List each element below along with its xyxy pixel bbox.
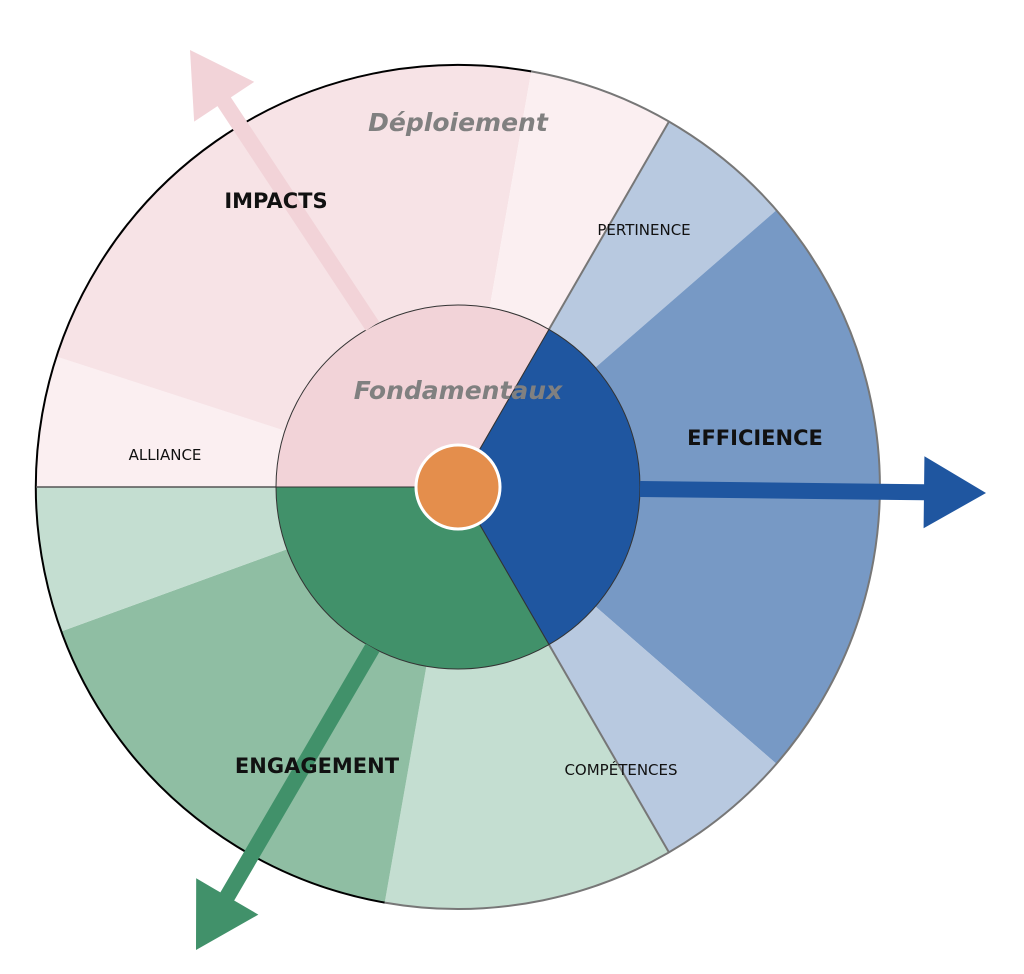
outer-segment-deploiement: [489, 71, 669, 330]
impacts-label: IMPACTS: [224, 189, 327, 213]
engagement-arrow: [196, 643, 380, 950]
competences-label: COMPÉTENCES: [564, 760, 677, 779]
pertinence-label: PERTINENCE: [597, 221, 690, 239]
center-dot: [414, 443, 502, 531]
outer-segment-impacts: [56, 64, 532, 431]
inner-ring: [275, 304, 641, 670]
outer-outline: [35, 64, 532, 904]
outer-outline-right: [384, 70, 881, 910]
outer-segment-engagement: [61, 549, 427, 903]
outer-segment-engagement-light: [36, 487, 287, 632]
outer-segment-efficience-light: [549, 606, 777, 853]
efficience-arrow: [639, 456, 986, 529]
arrows: [190, 50, 986, 950]
engagement-label: ENGAGEMENT: [235, 754, 400, 778]
divider-line: [548, 121, 670, 330]
outer-ring: [35, 64, 881, 910]
inner-ring-label: Fondamentaux: [354, 376, 563, 405]
efficience-label: EFFICIENCE: [687, 426, 823, 450]
impacts-arrow: [190, 50, 380, 331]
divider-line: [548, 644, 670, 853]
outer-segment-competences: [384, 644, 669, 909]
alliance-label: ALLIANCE: [129, 446, 202, 464]
outer-segment-alliance: [36, 356, 285, 487]
outer-ring-label: Déploiement: [368, 108, 549, 137]
outer-segment-pertinence: [549, 121, 777, 368]
